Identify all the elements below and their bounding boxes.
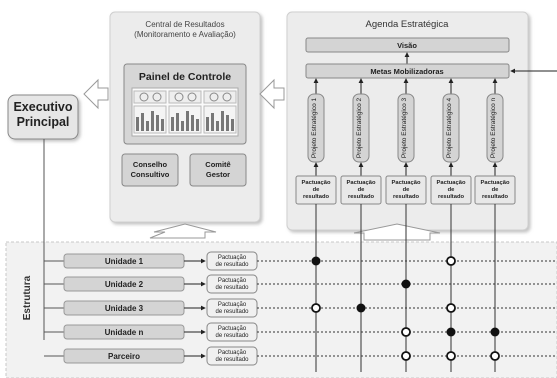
visao-label: Visão xyxy=(397,41,417,50)
dashboard-thumbnail xyxy=(131,87,239,137)
pactuacao-dot-open xyxy=(446,303,456,313)
projeto-estrategico-label: Projeto Estratégico 3 xyxy=(401,97,408,158)
metas-mobilizadoras-box xyxy=(305,63,510,79)
visao-box xyxy=(305,37,510,53)
pactuacao-dot-filled xyxy=(446,327,456,337)
unidade-label: Unidade n xyxy=(105,328,144,337)
painel-controle-title: Painel de Controle xyxy=(139,71,231,83)
pactuacao-dot-open xyxy=(446,256,456,266)
pactuacao-dot-open xyxy=(446,351,456,361)
estrutura-label: Estrutura xyxy=(22,275,33,320)
agenda-estrategica-title: Agenda Estratégica xyxy=(366,19,450,30)
projeto-estrategico-box xyxy=(397,93,415,163)
pactuacao-matrix xyxy=(257,204,557,372)
pactuacao-dot-open xyxy=(401,351,411,361)
projeto-estrategico-box xyxy=(486,93,504,163)
estrutura-to-central-arrow xyxy=(149,223,217,239)
estrutura-to-agenda-arrow xyxy=(353,223,441,241)
unidade-label: Unidade 3 xyxy=(105,304,144,313)
projeto-estrategico-box xyxy=(352,93,370,163)
unidade-label: Unidade 2 xyxy=(105,280,144,289)
conselho-consultivo-box xyxy=(121,153,179,187)
agenda-to-central-arrow xyxy=(259,78,285,110)
pactuacao-dot-open xyxy=(490,351,500,361)
pactuacao-dot-filled xyxy=(356,303,366,313)
central-resultados-title: Central de Resultados(Monitoramento e Av… xyxy=(134,20,236,39)
pactuacao-dot-open xyxy=(401,327,411,337)
comite-gestor-box xyxy=(189,153,247,187)
agenda-estrategica-panel: Agenda Estratégica Visão Metas Mobilizad… xyxy=(286,11,529,231)
metas-mobilizadoras-label: Metas Mobilizadoras xyxy=(370,67,443,76)
pactuacao-dot-filled xyxy=(311,256,321,266)
pactuacao-dot-open xyxy=(311,303,321,313)
pactuacao-dot-filled xyxy=(490,327,500,337)
pactuacao-dot-filled xyxy=(401,279,411,289)
unidade-label: Unidade 1 xyxy=(105,257,144,266)
projeto-estrategico-label: Projeto Estratégico 1 xyxy=(311,97,318,158)
projeto-estrategico-label: Projeto Estratégico n xyxy=(490,97,497,158)
projeto-estrategico-label: Projeto Estratégico 2 xyxy=(356,97,363,158)
projeto-estrategico-label: Projeto Estratégico 4 xyxy=(446,97,453,158)
unidade-label: Parceiro xyxy=(108,352,140,361)
central-resultados-panel: Central de Resultados(Monitoramento e Av… xyxy=(109,11,261,223)
projeto-estrategico-box xyxy=(442,93,460,163)
projeto-estrategico-box xyxy=(307,93,325,163)
central-to-executivo-arrow xyxy=(83,78,109,110)
